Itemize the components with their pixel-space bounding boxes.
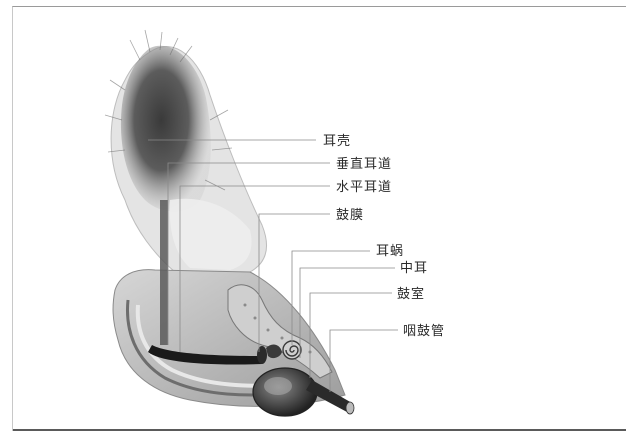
label-eustachian-tube: 咽鼓管: [403, 320, 445, 339]
label-horizontal-canal: 水平耳道: [336, 176, 392, 195]
label-middle-ear: 中耳: [400, 257, 428, 276]
label-vertical-canal: 垂直耳道: [336, 153, 392, 172]
vertical-ear-canal: [160, 200, 168, 345]
label-eardrum: 鼓膜: [336, 204, 364, 223]
eardrum-shape: [257, 346, 267, 364]
label-tympanic-cavity: 鼓室: [397, 283, 425, 302]
label-auricle: 耳壳: [323, 130, 351, 149]
